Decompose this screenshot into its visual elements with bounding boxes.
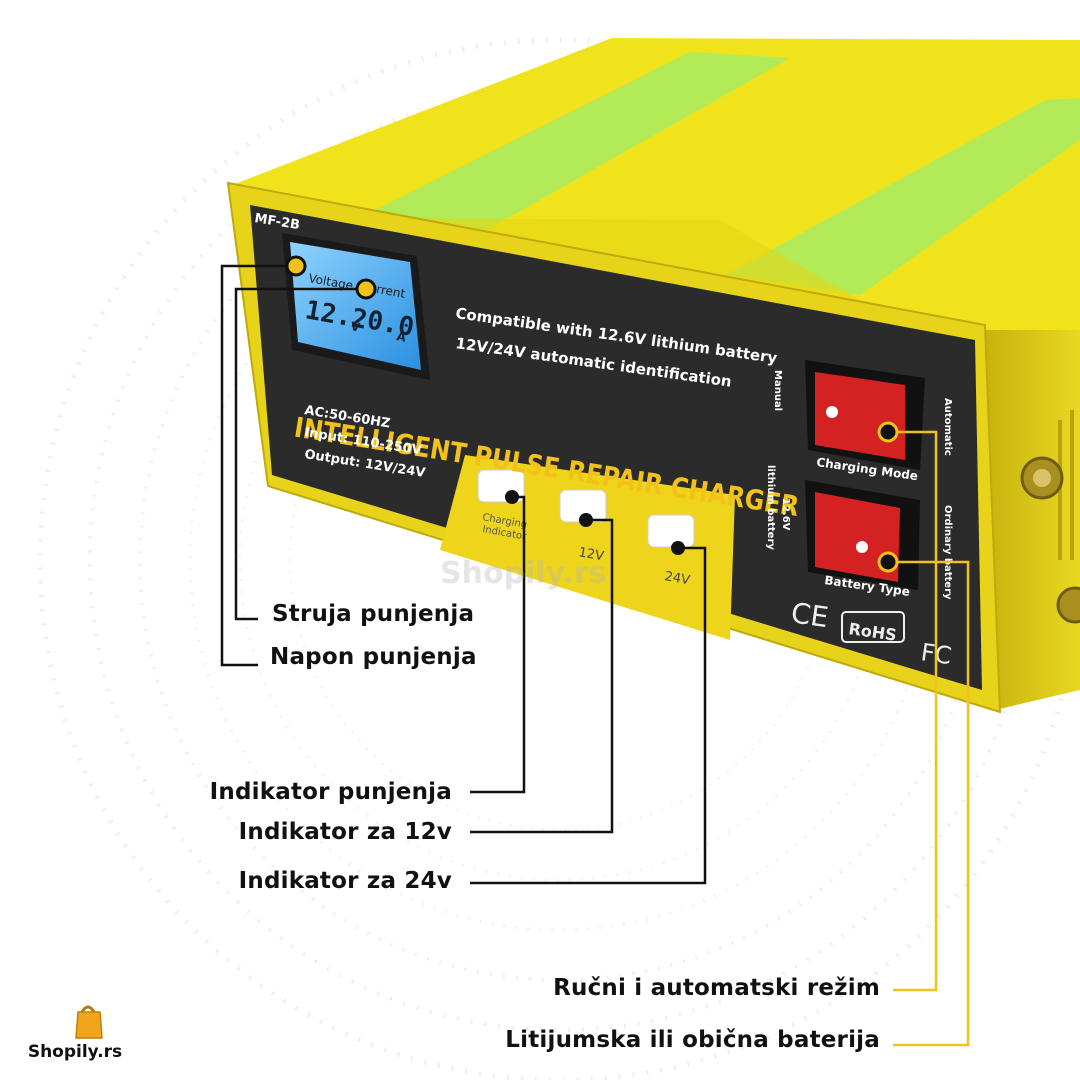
rohs-mark: [841, 611, 905, 643]
indicator-label-12v: 12V: [577, 545, 605, 564]
manual-label: Manual: [772, 370, 783, 411]
device-front-panel: [250, 205, 982, 690]
callout-mode: Ručni i automatski režim: [553, 975, 880, 1001]
side-vents: [1058, 410, 1074, 560]
lithium-label-2: lithium battery: [765, 465, 776, 550]
watermark: Shopily.rs: [440, 556, 607, 591]
model-label: MF-2B: [253, 211, 301, 233]
brand-logo: Shopily.rs: [20, 1000, 130, 1070]
callout-battery: Litijumska ili obična baterija: [505, 1027, 880, 1053]
ordinary-battery-label: Ordinary battery: [942, 505, 953, 600]
callout-indicator-12v: Indikator za 12v: [238, 819, 452, 845]
automatic-label: Automatic: [942, 398, 953, 456]
callout-markers: [285, 255, 899, 573]
indicator-label-24v: 24V: [663, 569, 691, 588]
top-stripe: [355, 52, 790, 235]
shopping-bag-icon: [75, 1005, 103, 1039]
callout-charge-indicator: Indikator punjenja: [209, 779, 452, 805]
top-stripe: [725, 98, 1080, 295]
indicator-24v-led: [647, 514, 695, 548]
callout-indicator-24v: Indikator za 24v: [238, 868, 452, 894]
ce-mark: CE: [789, 596, 830, 634]
lcd-screen: [290, 242, 421, 370]
screw-icon: [1056, 586, 1080, 624]
lithium-label-1: 12.6V: [780, 498, 791, 531]
brand-name: Shopily.rs: [27, 1042, 123, 1062]
lcd-current-unit: A: [395, 329, 407, 345]
callout-charging-current: Struja punjenja: [272, 601, 475, 627]
callout-charging-voltage: Napon punjenja: [270, 644, 477, 670]
lcd-voltage-unit: V: [349, 319, 361, 335]
